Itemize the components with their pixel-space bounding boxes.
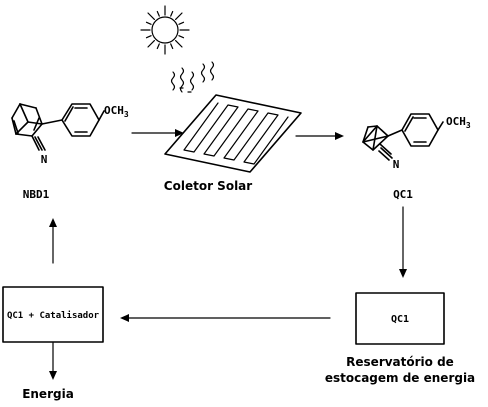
- solar-collector-icon: [164, 94, 302, 173]
- sun-ray: [175, 39, 183, 48]
- nbd1-substituent: OCH: [104, 104, 124, 117]
- sun-ray: [145, 21, 152, 25]
- svg-text:OCH3: OCH3: [446, 115, 471, 130]
- qc1-substituent: OCH: [446, 115, 466, 128]
- storage-box: [355, 292, 445, 345]
- sun-ray: [178, 21, 185, 25]
- sun-icon: [140, 5, 190, 55]
- qc1-substituent-sub: 3: [466, 121, 471, 130]
- nbd1-molecule: OCH3 N: [11, 103, 129, 166]
- energy-output-label: Energia: [22, 387, 74, 401]
- sun-ray: [156, 43, 160, 50]
- nbd1-nitrogen: N: [41, 153, 48, 166]
- catalyst-box: [2, 286, 104, 343]
- qc1-molecule: OCH3 N: [362, 113, 471, 171]
- sun-ray: [170, 10, 174, 17]
- qc1-label: QC1: [393, 188, 413, 201]
- heat-waves-icon: [170, 61, 215, 93]
- arrow-nbd1-to-collector: [131, 129, 184, 137]
- storage-box-label: QC1: [391, 314, 409, 325]
- nbd1-substituent-sub: 3: [124, 110, 129, 119]
- sun-ray: [178, 35, 185, 39]
- arrow-collector-to-qc1: [295, 132, 344, 140]
- arrow-storage-to-catalyst: [120, 314, 331, 322]
- arrow-catalyst-to-energy: [49, 342, 57, 380]
- storage-caption-line2: estocagem de energia: [325, 371, 475, 385]
- sun-ray: [147, 39, 155, 48]
- catalyst-box-label: QC1 + Catalisador: [7, 310, 100, 321]
- nbd1-label: NBD1: [23, 188, 50, 201]
- storage-caption-line1: Reservatório de: [346, 355, 454, 369]
- sun-ray: [156, 10, 160, 17]
- qc1-nitrogen: N: [393, 158, 400, 171]
- collector-label: Coletor Solar: [164, 179, 252, 193]
- arrow-qc1-to-storage: [399, 206, 407, 278]
- sun-ray: [145, 35, 152, 39]
- sun-ray: [175, 12, 183, 20]
- arrow-catalyst-to-nbd1: [49, 218, 57, 264]
- sun-ray: [170, 43, 174, 50]
- sun-ray: [147, 12, 155, 20]
- svg-text:OCH3: OCH3: [104, 104, 129, 119]
